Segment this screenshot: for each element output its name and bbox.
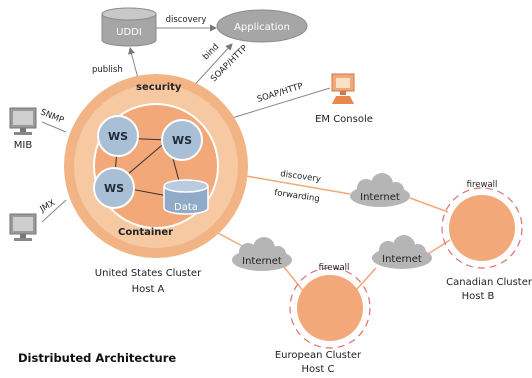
- ca-cluster-label-line1: Canadian Cluster: [446, 277, 532, 288]
- monitor-icon: [9, 107, 37, 135]
- forwarding-label: forwarding: [274, 188, 321, 204]
- security-label: security: [136, 82, 182, 93]
- internet-label: Internet: [382, 254, 422, 265]
- cloud-icon: [350, 173, 410, 207]
- snmp-label: SNMP: [39, 108, 65, 126]
- em-console-label: EM Console: [315, 114, 373, 125]
- container-host-a: security Container WS WS WS Data: [64, 74, 248, 258]
- firewall-label: firewall: [467, 180, 498, 190]
- host-c-to-internet-3: [355, 267, 377, 291]
- jmx-device: [9, 213, 37, 241]
- application-label: Application: [234, 22, 290, 33]
- mib-label: MIB: [14, 140, 33, 151]
- container-label: Container: [118, 227, 173, 238]
- firewall-label: firewall: [319, 263, 350, 273]
- ws-label: WS: [108, 130, 128, 143]
- snmp-link: [41, 121, 67, 133]
- ws-node-1: WS: [97, 115, 139, 157]
- eu-cluster-label-line1: European Cluster: [275, 350, 362, 361]
- ws-label: WS: [104, 182, 124, 195]
- internet-cloud-3: Internet: [372, 235, 432, 269]
- us-cluster-label-line2: Host A: [132, 284, 165, 295]
- ws-node-2: WS: [161, 119, 203, 161]
- uddi-database: UDDI: [101, 7, 157, 47]
- host-a-to-internet-2: [215, 231, 247, 249]
- eu-cluster-label-line2: Host C: [302, 364, 335, 375]
- host-c: firewall: [289, 263, 371, 349]
- internet-cloud-2: Internet: [232, 237, 292, 271]
- uddi-label: UDDI: [116, 27, 142, 38]
- monitor-icon: [331, 73, 355, 104]
- publish-label: publish: [92, 65, 123, 75]
- em-console: EM Console: [315, 73, 373, 125]
- internet-label: Internet: [242, 256, 282, 267]
- ca-cluster-label-line2: Host B: [462, 291, 495, 302]
- wan-links: [215, 175, 451, 293]
- jmx-label: JMX: [38, 198, 58, 215]
- diagram-title: Distributed Architecture: [18, 351, 176, 365]
- internet-label: Internet: [360, 192, 400, 203]
- data-store: Data: [163, 179, 209, 215]
- data-label: Data: [174, 202, 198, 213]
- internet-cloud-1: Internet: [350, 173, 410, 207]
- internet-3-to-host-b: [427, 239, 451, 255]
- mib-device: MIB: [9, 107, 37, 151]
- ws-node-3: WS: [93, 167, 135, 209]
- application-node: Application: [216, 9, 308, 43]
- discovery-top-label: discovery: [166, 15, 207, 25]
- us-cluster-label-line1: United States Cluster: [95, 268, 202, 279]
- internet-1-to-host-b: [409, 197, 449, 213]
- jmx-link: [41, 199, 67, 223]
- ws-label: WS: [172, 134, 192, 147]
- soap-http-console-label: SOAP/HTTP: [256, 81, 304, 104]
- cloud-icon: [372, 235, 432, 269]
- host-b: firewall: [441, 180, 523, 269]
- em-console-link: [231, 87, 331, 119]
- host-a-to-internet-1: [245, 175, 351, 195]
- monitor-icon: [9, 213, 37, 241]
- cloud-icon: [232, 237, 292, 271]
